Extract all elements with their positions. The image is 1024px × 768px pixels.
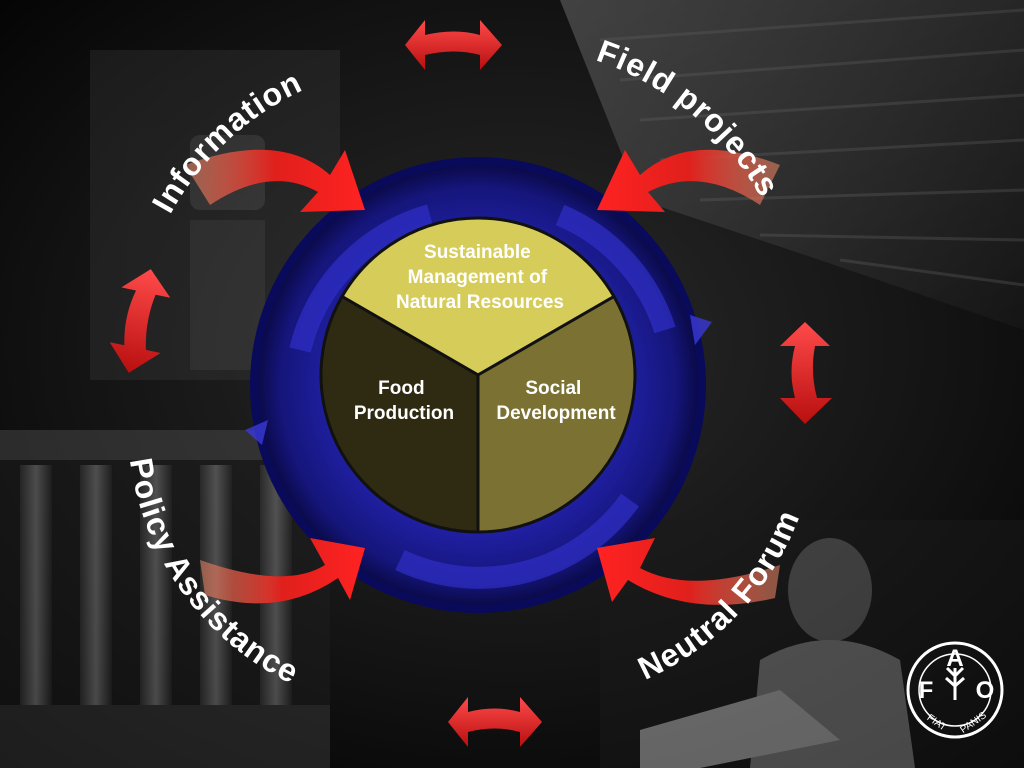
field-photo	[560, 0, 1024, 330]
segment-top-line-3: Natural Resources	[396, 292, 564, 313]
double-arrow-bottom	[448, 697, 542, 747]
logo-letter-o: O	[976, 677, 995, 704]
segment-top-line-2: Management of	[408, 267, 548, 288]
arrow-neutral-forum	[597, 538, 780, 605]
segment-right-line-1: Social	[525, 378, 581, 399]
segment-label-food-production: Food Production	[354, 378, 454, 424]
segment-food-production	[319, 294, 480, 534]
segment-right-line-2: Development	[496, 403, 616, 424]
segment-label-natural-resources: Sustainable Management of Natural Resour…	[396, 242, 564, 313]
arrow-policy-assistance	[200, 538, 365, 604]
segment-top-line-1: Sustainable	[424, 242, 531, 263]
arrow-information	[185, 149, 365, 212]
segment-left-line-1: Food	[378, 378, 424, 399]
fao-logo: F A O FIAT PANIS	[906, 641, 1004, 739]
logo-letter-a: A	[946, 645, 963, 672]
double-arrow-right	[780, 322, 832, 424]
center-pie	[319, 216, 637, 534]
logo-letter-f: F	[919, 677, 934, 704]
segment-social-development	[476, 294, 637, 534]
double-arrow-top	[405, 20, 502, 70]
double-arrow-left	[109, 269, 171, 373]
segment-left-line-2: Production	[354, 403, 454, 424]
wheat-icon	[945, 666, 965, 700]
segment-label-social-development: Social Development	[496, 378, 616, 424]
arrow-field-projects	[597, 149, 780, 212]
